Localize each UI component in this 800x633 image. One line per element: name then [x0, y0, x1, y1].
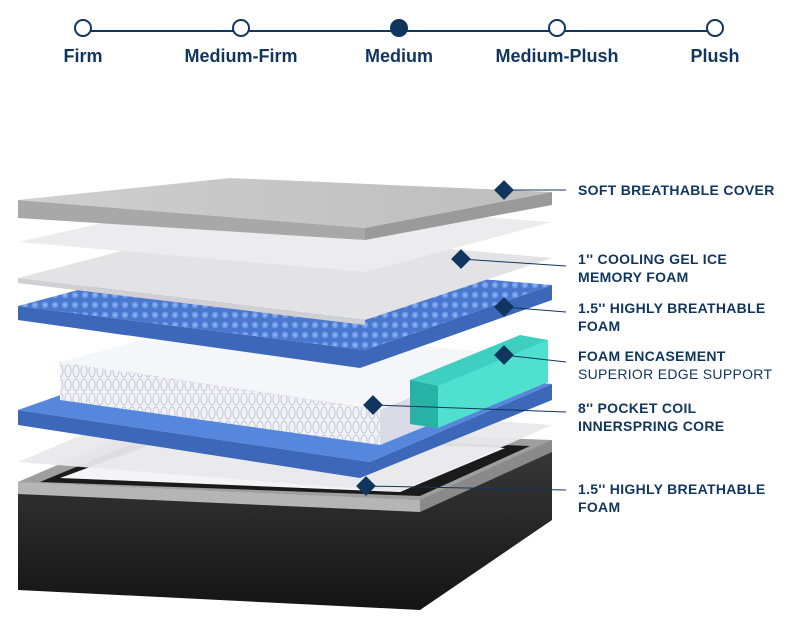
firmness-stop-medium-firm[interactable]: Medium-Firm: [171, 19, 311, 67]
firmness-dot-plush[interactable]: [706, 19, 724, 37]
firmness-dot-medium-firm[interactable]: [232, 19, 250, 37]
callout-cover-title: SOFT BREATHABLE COVER: [578, 182, 775, 198]
callout-gel-foam: 1'' COOLING GEL ICE MEMORY FOAM: [578, 250, 793, 286]
firmness-dot-medium-selected[interactable]: [390, 19, 408, 37]
firmness-scale: Firm Medium-Firm Medium Medium-Plush Plu…: [0, 0, 800, 90]
marker-lower-foam: [356, 476, 376, 496]
callout-upper-foam: 1.5'' HIGHLY BREATHABLE FOAM: [578, 299, 793, 335]
firmness-label-medium-plush: Medium-Plush: [495, 46, 619, 66]
firmness-stop-firm[interactable]: Firm: [13, 19, 153, 67]
marker-gel-foam: [451, 249, 471, 269]
breathable-cover-layer: [18, 178, 552, 240]
callout-coil-title: 8'' POCKET COIL: [578, 400, 697, 416]
callout-lower-foam-title: 1.5'' HIGHLY BREATHABLE: [578, 481, 766, 497]
marker-coil: [363, 395, 383, 415]
marker-cover: [494, 180, 514, 200]
callout-encasement-subtitle: SUPERIOR EDGE SUPPORT: [578, 366, 773, 382]
callout-encasement: FOAM ENCASEMENT SUPERIOR EDGE SUPPORT: [578, 347, 793, 383]
callout-gel-foam-subtitle: MEMORY FOAM: [578, 269, 689, 285]
callout-coil-subtitle: INNERSPRING CORE: [578, 418, 725, 434]
callout-lower-foam: 1.5'' HIGHLY BREATHABLE FOAM: [578, 480, 793, 516]
marker-encasement: [494, 345, 514, 365]
firmness-stop-medium[interactable]: Medium: [329, 19, 469, 67]
firmness-label-plush: Plush: [690, 46, 740, 66]
callout-encasement-title: FOAM ENCASEMENT: [578, 348, 726, 364]
callout-lower-foam-subtitle: FOAM: [578, 499, 621, 515]
callout-upper-foam-title: 1.5'' HIGHLY BREATHABLE: [578, 300, 766, 316]
firmness-dot-firm[interactable]: [74, 19, 92, 37]
marker-upper-foam: [494, 297, 514, 317]
firmness-dot-medium-plush[interactable]: [548, 19, 566, 37]
firmness-stop-medium-plush[interactable]: Medium-Plush: [487, 19, 627, 67]
leader-lines: [365, 189, 567, 491]
callout-cover: SOFT BREATHABLE COVER: [578, 181, 793, 199]
callout-coil: 8'' POCKET COIL INNERSPRING CORE: [578, 399, 793, 435]
firmness-label-medium: Medium: [364, 46, 433, 66]
marker-diamonds: [356, 180, 514, 496]
callout-upper-foam-subtitle: FOAM: [578, 318, 621, 334]
firmness-label-firm: Firm: [63, 46, 103, 66]
callout-gel-foam-title: 1'' COOLING GEL ICE: [578, 251, 728, 267]
firmness-stop-plush[interactable]: Plush: [645, 19, 785, 67]
firmness-label-medium-firm: Medium-Firm: [184, 46, 298, 66]
